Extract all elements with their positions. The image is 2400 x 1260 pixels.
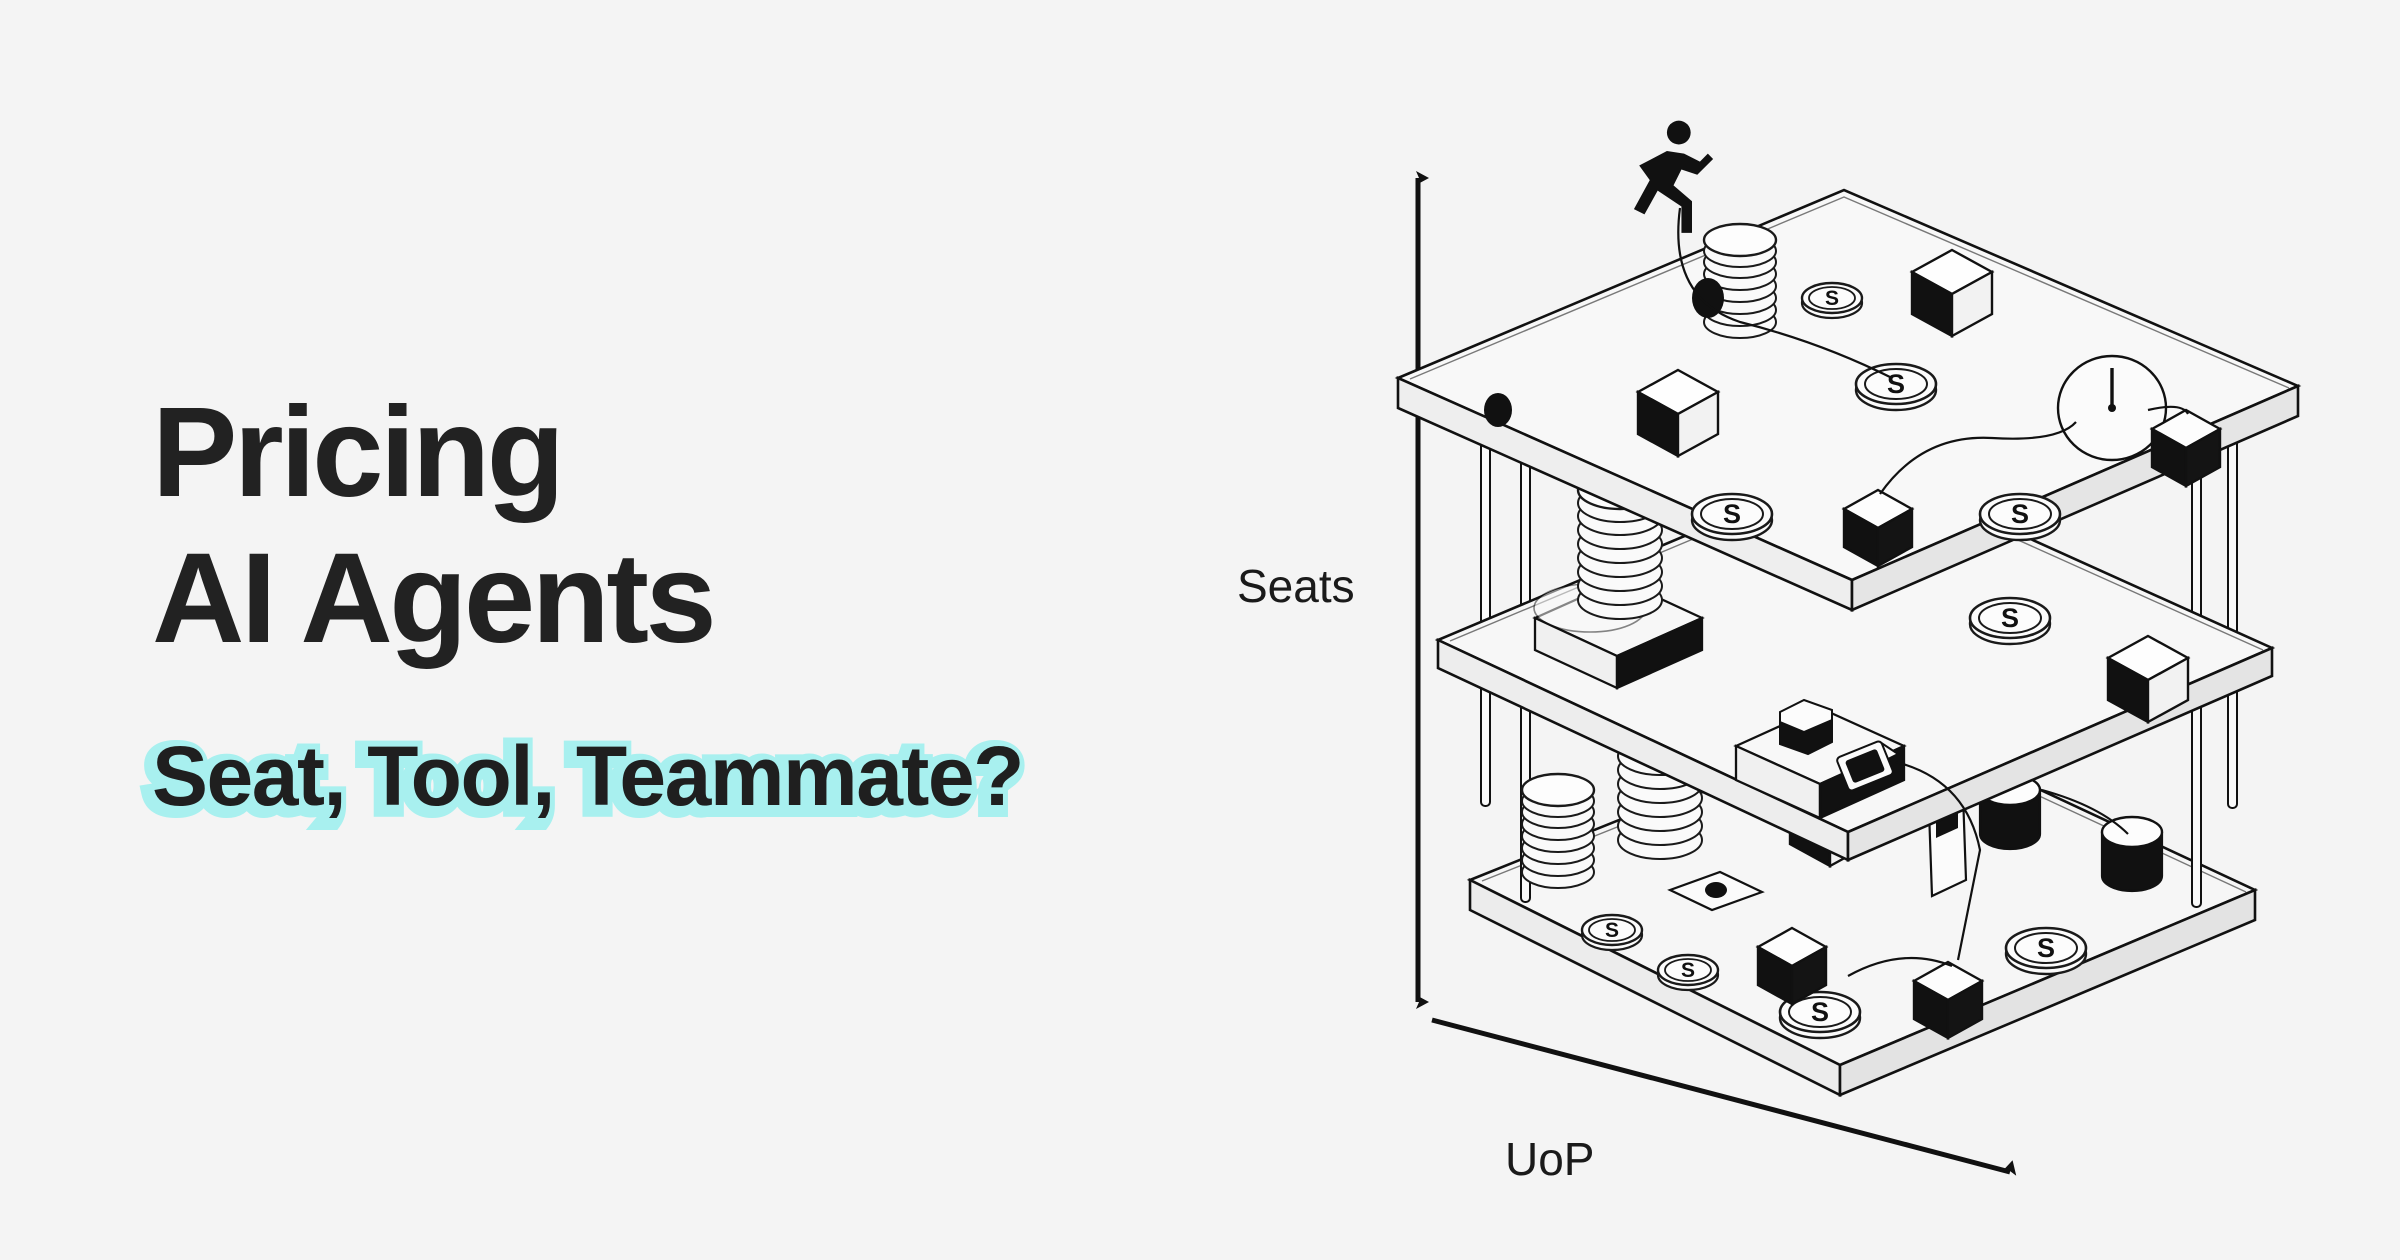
connector-line xyxy=(1847,956,1953,977)
running-person-icon xyxy=(1633,120,1714,233)
bottom-platform-right-edge xyxy=(1838,888,2257,1097)
uop-axis-label: UoP xyxy=(1505,1133,1594,1185)
coin-stack-icon xyxy=(1520,772,1596,890)
coin-s-icon xyxy=(1800,281,1864,320)
hero-text-block: Pricing AI Agents Seat, Tool, Teammate? … xyxy=(139,380,1212,834)
seats-axis-label: Seats xyxy=(1237,560,1355,612)
coin-s-icon xyxy=(2004,926,2088,976)
shelf-post xyxy=(1480,407,1491,807)
seats-axis: Seats xyxy=(1237,171,1429,1009)
coin-s-icon xyxy=(1580,913,1644,952)
cylinder-icon xyxy=(2100,815,2164,893)
coin-s-icon xyxy=(1978,492,2062,542)
gauge-icon xyxy=(2056,354,2168,462)
coin-s-icon xyxy=(1656,953,1720,992)
subtitle-block: Seat, Tool, Teammate? Seat, Tool, Teamma… xyxy=(139,723,1212,834)
subtitle-text: Seat, Tool, Teammate? xyxy=(152,728,1024,823)
headline-line-1: Pricing xyxy=(152,381,565,524)
coin-s-icon xyxy=(1854,362,1938,412)
coin-s-icon xyxy=(1968,596,2052,646)
bottom-platform xyxy=(1466,444,2259,1098)
headline-line-2: AI Agents xyxy=(152,526,717,670)
coin-stack-icon xyxy=(1692,222,1778,340)
connector-line xyxy=(1879,421,2077,495)
middle-platform xyxy=(1434,399,2276,961)
connector-line xyxy=(2147,405,2189,415)
dot-icon xyxy=(1484,393,1512,427)
camera-icon xyxy=(1836,740,1900,792)
connector-line xyxy=(2041,788,2129,835)
shelf-post xyxy=(2227,399,2238,809)
connector-line xyxy=(1895,760,1982,961)
uop-axis-arrow xyxy=(1431,1017,2017,1176)
connector-line xyxy=(1677,207,1893,379)
top-platform xyxy=(1394,120,2302,613)
uop-axis: UoP xyxy=(1431,1017,2017,1185)
coin-stack-icon xyxy=(1532,469,1705,690)
diamond-icon xyxy=(1667,870,1765,912)
isometric-shelf-illustration: S S xyxy=(1180,90,2380,1240)
coin-s-icon xyxy=(1690,492,1774,542)
subtitle-highlight-glow: Seat, Tool, Teammate? xyxy=(139,723,1029,834)
